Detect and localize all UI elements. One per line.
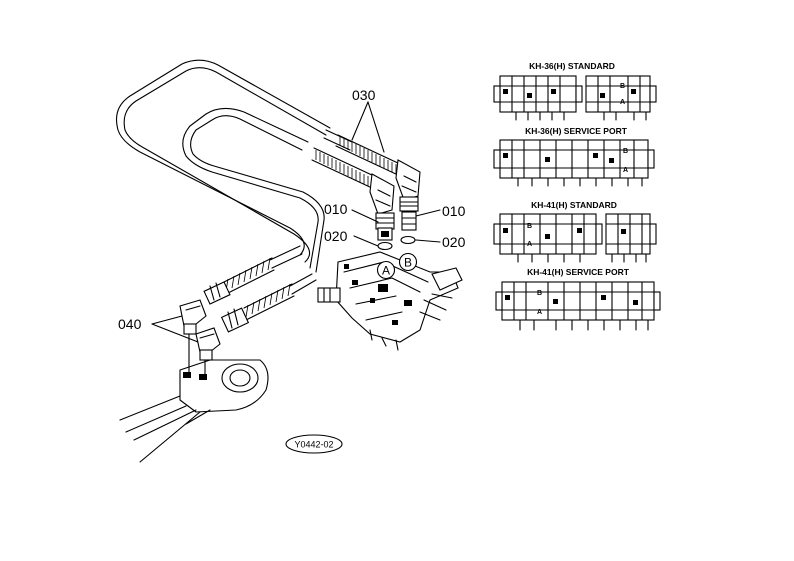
hose-030-lower xyxy=(311,147,395,230)
panel-1-label-b: B xyxy=(620,83,625,90)
panel-title-kh41-standard: KH-41(H) STANDARD xyxy=(531,200,617,210)
callout-010-right: 010 xyxy=(442,203,466,219)
leader-040 xyxy=(151,315,206,377)
adapter-010-right xyxy=(401,211,417,231)
panel-title-kh41-service: KH-41(H) SERVICE PORT xyxy=(527,267,630,277)
panel-title-kh36-standard: KH-36(H) STANDARD xyxy=(529,61,615,71)
hose-lower-upper xyxy=(203,245,303,305)
adapter-010-left xyxy=(377,227,393,241)
callout-040: 040 xyxy=(118,316,142,332)
callout-020-left: 020 xyxy=(324,228,348,244)
hose-030-upper xyxy=(323,129,421,212)
hose-loop-outer xyxy=(115,59,331,263)
elbow-040-lower xyxy=(195,327,221,361)
panel-title-kh36-service: KH-36(H) SERVICE PORT xyxy=(525,126,628,136)
panel-4-label-a: A xyxy=(537,309,542,316)
callout-030: 030 xyxy=(352,87,376,103)
port-label-a: A xyxy=(382,264,390,278)
panel-4-label-b: B xyxy=(537,290,542,297)
reference-code-badge: Y0442-02 xyxy=(285,434,343,454)
callout-010-left: 010 xyxy=(324,201,348,217)
elbow-040-upper xyxy=(179,299,207,335)
o-ring-020-left xyxy=(377,241,393,251)
panel-3-label-b: B xyxy=(527,223,532,230)
valve-kh36-service: B A xyxy=(493,139,655,187)
valve-kh36-standard: B A xyxy=(493,75,657,121)
panel-2-label-a: A xyxy=(623,167,628,174)
port-label-b: B xyxy=(404,256,412,270)
o-ring-020-right xyxy=(400,235,416,245)
hose-lower-lower xyxy=(220,273,317,333)
panel-1-label-a: A xyxy=(620,99,625,106)
hose-loop-inner xyxy=(182,107,325,273)
reference-code: Y0442-02 xyxy=(294,440,333,450)
panel-3-label-a: A xyxy=(527,241,532,248)
port-marker-b: B xyxy=(398,252,418,272)
port-marker-a: A xyxy=(376,260,396,280)
leader-030 xyxy=(351,101,385,153)
valve-kh41-service: B A xyxy=(495,281,661,331)
hydraulic-cylinder xyxy=(119,359,269,463)
callout-020-right: 020 xyxy=(442,234,466,250)
valve-kh41-standard: B A xyxy=(493,213,657,263)
leaders-010-020 xyxy=(351,209,441,247)
panel-2-label-b: B xyxy=(623,148,628,155)
control-valve xyxy=(317,251,463,351)
